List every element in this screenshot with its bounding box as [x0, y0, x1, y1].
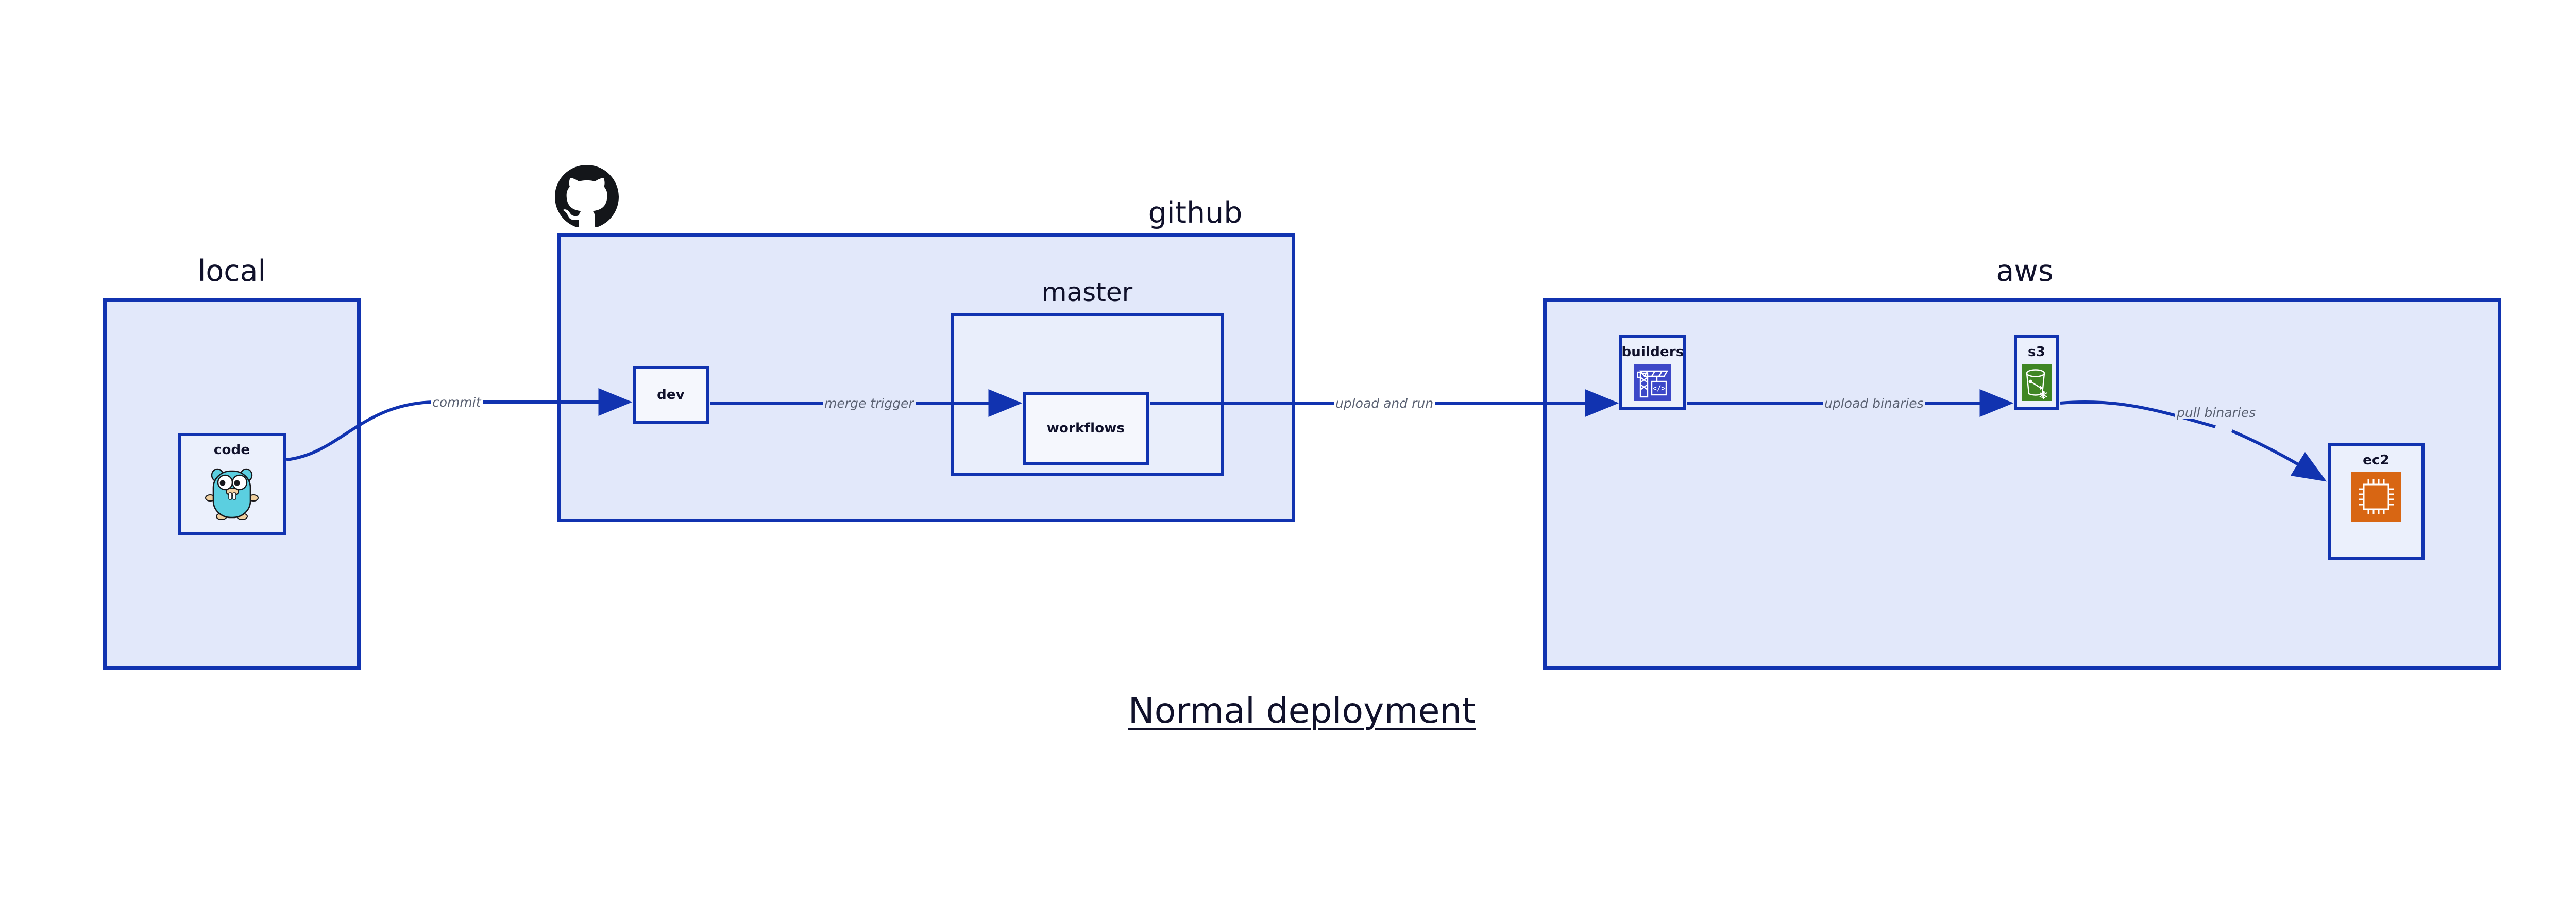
github-octocat-icon	[555, 165, 619, 229]
edge-label-upload-binaries: upload binaries	[1823, 397, 1925, 410]
diagram-caption: Normal deployment	[1128, 691, 1476, 731]
svg-text:</>: </>	[1652, 385, 1665, 393]
aws-crane-icon: </>	[1634, 364, 1671, 403]
node-label-workflows: workflows	[1046, 421, 1125, 436]
node-s3[interactable]: s3	[2014, 335, 2059, 410]
subzone-label-master: master	[1041, 277, 1133, 307]
node-label-dev: dev	[657, 387, 685, 403]
node-label-code: code	[213, 442, 250, 458]
zone-label-github: github	[1148, 196, 1243, 230]
zone-label-local: local	[197, 254, 266, 288]
zone-label-aws: aws	[1996, 254, 2054, 288]
edge-label-upload-and-run: upload and run	[1334, 397, 1435, 410]
aws-ec2-chip-icon	[2351, 472, 2401, 524]
go-gopher-icon	[205, 462, 259, 522]
node-label-builders: builders	[1621, 344, 1684, 360]
node-dev[interactable]: dev	[633, 366, 709, 424]
node-ec2[interactable]: ec2	[2328, 443, 2425, 560]
aws-s3-bucket-icon	[2022, 364, 2052, 403]
edge-label-merge-trigger: merge trigger	[823, 397, 916, 410]
node-builders[interactable]: builders </>	[1619, 335, 1686, 410]
edge-label-commit: commit	[431, 396, 483, 409]
edge-label-pull-binaries: pull binaries	[2175, 406, 2258, 419]
node-label-ec2: ec2	[2363, 453, 2389, 468]
node-label-s3: s3	[2028, 344, 2045, 360]
node-code[interactable]: code	[178, 433, 286, 535]
node-workflows[interactable]: workflows	[1023, 392, 1149, 465]
